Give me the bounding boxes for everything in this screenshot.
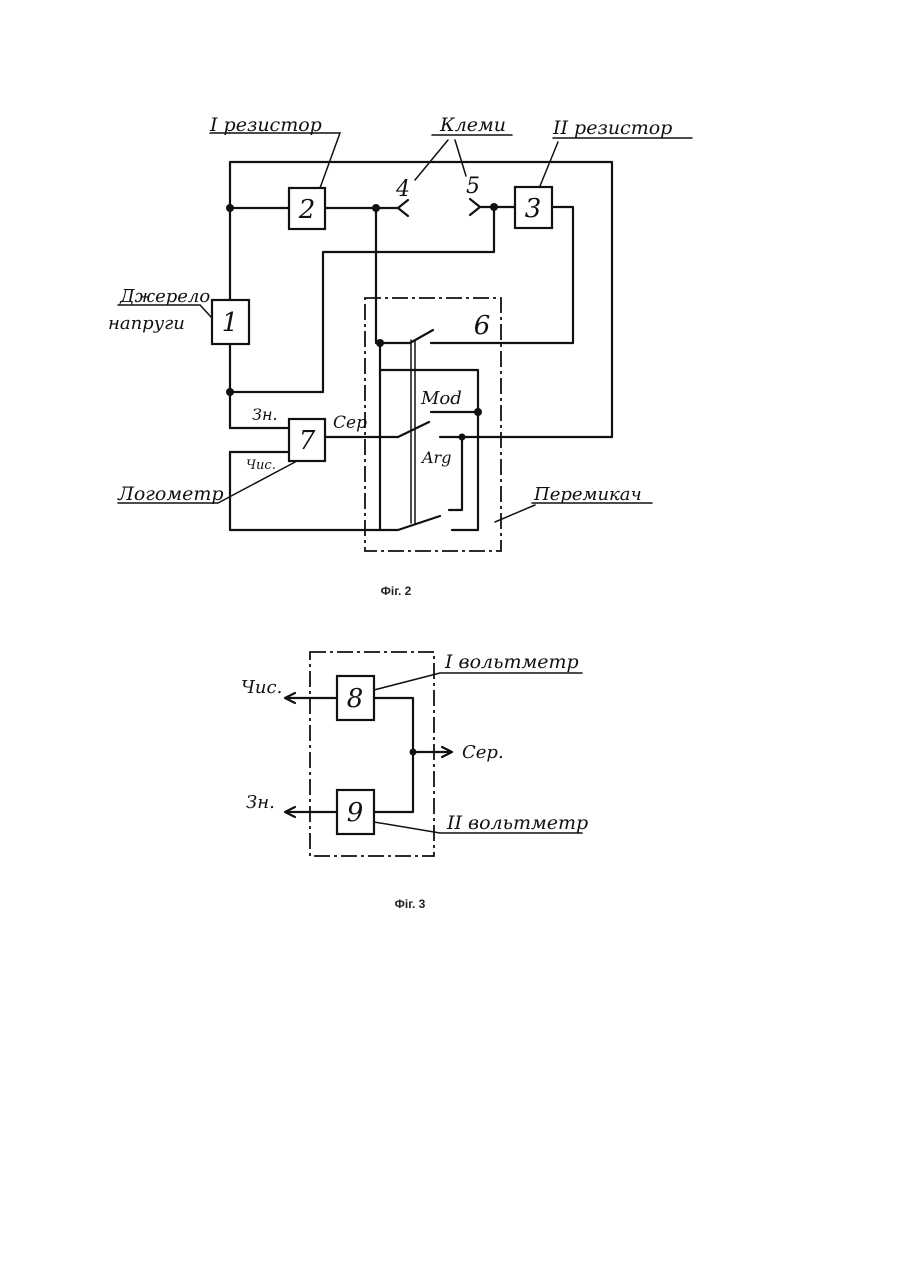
leader-voltmeter-1 xyxy=(374,673,582,690)
label-resistor-2: II резистор xyxy=(552,117,672,139)
figure-3-caption: Фіг. 3 xyxy=(395,897,426,911)
terminal-5-symbol xyxy=(470,199,480,215)
wire-voltmeters-common xyxy=(374,698,413,812)
junction-node xyxy=(226,204,234,212)
leader-terminals xyxy=(415,135,512,180)
junction-node xyxy=(372,204,380,212)
label-chys: Чис. xyxy=(246,458,276,473)
terminal-5-label: 5 xyxy=(466,174,480,199)
terminal-4-symbol xyxy=(398,200,408,216)
block-8-number: 8 xyxy=(347,684,364,714)
label-source-line2: напруги xyxy=(108,313,185,334)
block-6-number: 6 xyxy=(474,311,491,341)
figure-2-caption: Фіг. 2 xyxy=(381,584,412,598)
label-ser-out: Сер. xyxy=(462,742,504,763)
junction-node xyxy=(410,749,417,756)
label-switch: Перемикач xyxy=(533,484,642,505)
leader-switch xyxy=(495,503,652,522)
label-resistor-1: I резистор xyxy=(209,114,322,136)
label-voltmeter-1: I вольтметр xyxy=(444,651,579,673)
wire-terminal4-down xyxy=(376,208,380,530)
label-arg: Arg xyxy=(420,448,451,467)
junction-node xyxy=(226,388,234,396)
label-source-line1: Джерело xyxy=(119,286,210,307)
figure-2: 4 5 2 3 1 7 6 I резистор Клеми II резист… xyxy=(108,114,692,598)
label-chys-out: Чис. xyxy=(241,677,282,698)
wire-resistor2-return xyxy=(230,207,494,392)
label-zn-out: Зн. xyxy=(246,792,275,813)
junction-node xyxy=(459,434,466,441)
block-9-number: 9 xyxy=(347,798,364,828)
label-voltmeter-2: II вольтметр xyxy=(446,812,588,834)
label-ser: Сер xyxy=(333,413,367,433)
switch6-blade xyxy=(380,330,433,343)
junction-node xyxy=(474,408,482,416)
junction-node xyxy=(490,203,498,211)
wire-mod-contact xyxy=(431,412,478,530)
block-2-number: 2 xyxy=(298,195,316,225)
block-1-number: 1 xyxy=(222,308,239,338)
label-mod: Mod xyxy=(420,388,462,409)
label-logometer: Логометр xyxy=(117,483,224,505)
block-3-number: 3 xyxy=(525,194,542,224)
block-7-number: 7 xyxy=(299,426,316,456)
junction-node xyxy=(376,339,384,347)
terminal-4-label: 4 xyxy=(395,177,410,202)
figure-3: 8 9 I вольтметр II вольтметр Чис. Зн. Се… xyxy=(241,651,588,911)
label-zn: Зн. xyxy=(252,405,278,424)
label-terminals: Клеми xyxy=(439,114,506,136)
